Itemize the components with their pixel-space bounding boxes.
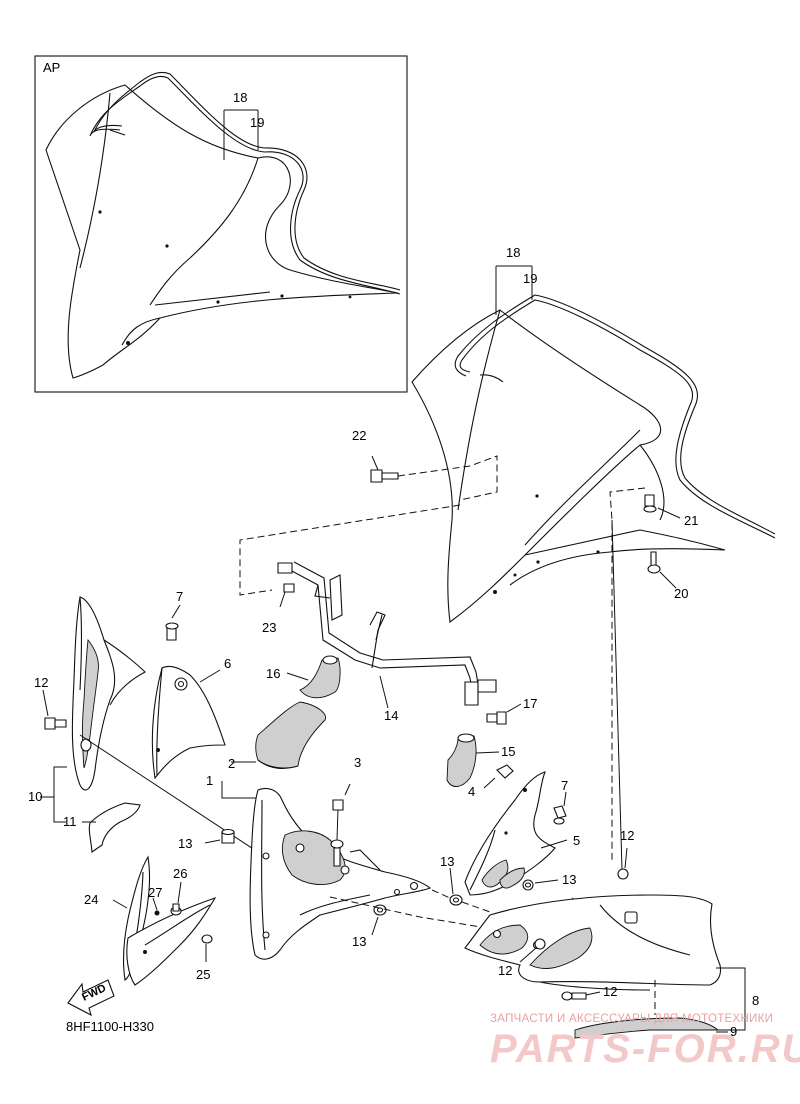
part-number: 9 bbox=[730, 1024, 737, 1039]
part-number: 6 bbox=[224, 656, 231, 671]
part-number: 21 bbox=[684, 513, 698, 528]
screw-3: 3 bbox=[330, 755, 361, 867]
clip-27: 27 bbox=[148, 885, 162, 916]
inset-windscreen bbox=[45, 84, 399, 379]
lower-trim-9: 9 bbox=[574, 1017, 737, 1039]
bracket-stay: 14 bbox=[277, 561, 497, 723]
diagram-code: 8HF1100-H330 bbox=[66, 1019, 154, 1034]
part-number: 10 bbox=[28, 789, 42, 804]
screw-25: 25 bbox=[196, 934, 213, 982]
part-number: 8 bbox=[752, 993, 759, 1008]
screw-22: 22 bbox=[352, 428, 399, 483]
part-number: 13 bbox=[352, 934, 366, 949]
part-number: 11 bbox=[63, 814, 77, 829]
side-panel-10: 10 bbox=[28, 596, 146, 823]
part-number: 7 bbox=[561, 778, 568, 793]
part-number: 27 bbox=[148, 885, 162, 900]
part-number: 7 bbox=[176, 589, 183, 604]
leader-panel-to-cowl bbox=[79, 734, 271, 861]
part-number: 13 bbox=[562, 872, 576, 887]
windscreen-leader-18-19: 18 19 bbox=[495, 245, 537, 315]
rivet-7-right: 7 bbox=[553, 778, 568, 825]
part-number: 19 bbox=[523, 271, 537, 286]
part-number: 18 bbox=[233, 90, 247, 105]
dashed-leader-22 bbox=[397, 455, 498, 501]
part-number: 19 bbox=[250, 115, 264, 130]
part-number: 23 bbox=[262, 620, 276, 635]
dashed-leader-windscreen-bracket bbox=[239, 504, 461, 596]
part-number: 4 bbox=[468, 784, 475, 799]
part-number: 1 bbox=[206, 773, 213, 788]
collar-13-right: 13 bbox=[522, 872, 576, 891]
screw-12-cowl-bottom: 12 bbox=[561, 984, 617, 1001]
collar-13-mid: 13 bbox=[440, 854, 463, 906]
windscreen-trim-strip bbox=[454, 294, 776, 539]
inner-cover-5: 5 bbox=[464, 771, 580, 896]
part-number: 20 bbox=[674, 586, 688, 601]
part-number: 22 bbox=[352, 428, 366, 443]
rivet-7-left: 7 bbox=[165, 589, 183, 641]
bolt-17: 17 bbox=[486, 696, 537, 725]
screw-12-cowl-upper: 12 bbox=[617, 828, 634, 880]
watermark-tagline: ЗАПЧАСТИ И АКСЕССУАРЫ ДЛЯ МОТОТЕХНИКИ bbox=[490, 1013, 773, 1025]
inset-ap-box: AP bbox=[34, 55, 408, 393]
bolt-23: 23 bbox=[262, 583, 295, 635]
dashed-leader-collar-mid bbox=[431, 889, 491, 913]
inner-cover-6: 6 bbox=[151, 656, 231, 780]
part-number: 5 bbox=[573, 833, 580, 848]
part-number: 13 bbox=[178, 836, 192, 851]
part-number: 25 bbox=[196, 967, 210, 982]
dashed-leader-windscreen-cowl bbox=[609, 487, 646, 860]
part-number: 26 bbox=[173, 866, 187, 881]
part-number: 12 bbox=[603, 984, 617, 999]
part-number: 12 bbox=[620, 828, 634, 843]
inset-leader-18-19: 18 19 bbox=[223, 90, 264, 160]
screw-12-cowl-lower: 12 bbox=[498, 938, 546, 978]
bracket-11: 11 bbox=[63, 802, 141, 853]
fwd-arrow: FWD bbox=[67, 979, 115, 1017]
part-number: 12 bbox=[34, 675, 48, 690]
part-number: 14 bbox=[384, 708, 398, 723]
nut-4: 4 bbox=[468, 764, 514, 799]
part-number: 17 bbox=[523, 696, 537, 711]
inner-cowl-1 bbox=[249, 787, 432, 960]
windscreen bbox=[411, 309, 726, 623]
watermark: ЗАПЧАСТИ И АКСЕССУАРЫ ДЛЯ МОТОТЕХНИКИ PA… bbox=[490, 1013, 800, 1071]
part-number: 24 bbox=[84, 892, 98, 907]
part-number: 15 bbox=[501, 744, 515, 759]
side-cowl-8: 8 bbox=[464, 894, 759, 1031]
leader-cowl-right bbox=[611, 519, 623, 871]
bolt-21: 21 bbox=[643, 494, 698, 528]
damper-16: 16 bbox=[266, 655, 341, 699]
screw-12-left: 12 bbox=[34, 675, 67, 730]
part-number: 13 bbox=[440, 854, 454, 869]
part-number: 18 bbox=[506, 245, 520, 260]
part-number: 3 bbox=[354, 755, 361, 770]
part-number: 16 bbox=[266, 666, 280, 681]
screw-26: 26 bbox=[170, 866, 187, 916]
damper-15: 15 bbox=[446, 733, 515, 787]
screw-20: 20 bbox=[647, 551, 688, 601]
collar-13-center: 13 bbox=[352, 904, 387, 949]
inset-trim-strip bbox=[89, 71, 401, 295]
watermark-brand: PARTS-FOR.RU bbox=[490, 1027, 800, 1071]
part-number: 12 bbox=[498, 963, 512, 978]
part-number: 2 bbox=[228, 756, 235, 771]
air-duct-2: 2 1 bbox=[206, 701, 326, 799]
collar-13-left: 13 bbox=[178, 828, 235, 851]
inset-label: AP bbox=[43, 60, 60, 75]
